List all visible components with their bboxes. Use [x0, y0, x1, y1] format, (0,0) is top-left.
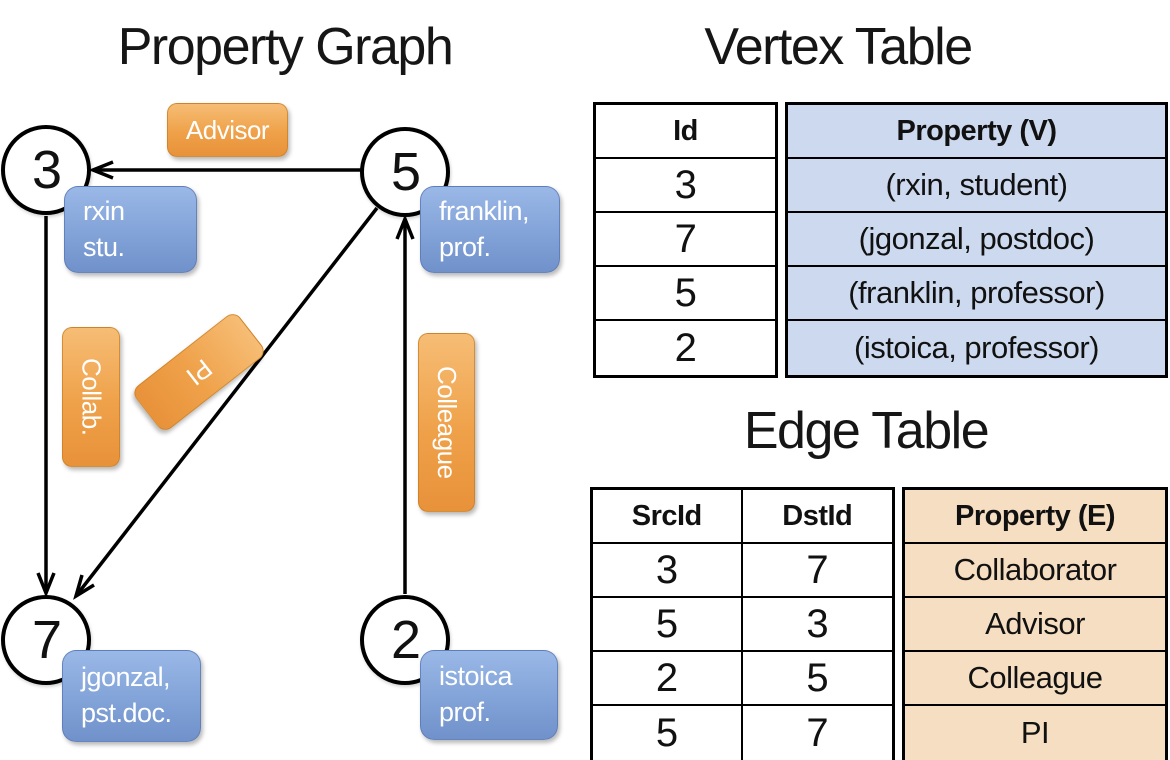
- vertex-property-line: prof.: [439, 697, 491, 727]
- vertex-table-cell-property: (rxin, student): [788, 159, 1165, 213]
- vertex-property-line: pst.doc.: [81, 698, 172, 728]
- vertex-property-line: istoica: [439, 661, 513, 692]
- vertex-table-cell-property: (jgonzal, postdoc): [788, 213, 1165, 267]
- vertex-table-property-column: Property (V) (rxin, student) (jgonzal, p…: [785, 102, 1168, 378]
- edge-2-5-arrowhead-icon: [395, 214, 415, 240]
- edge-table-dst-column: DstId 7 3 5 7: [742, 490, 892, 760]
- vertex-table-header-property: Property (V): [788, 105, 1165, 159]
- edge-table-cell-srcid: 3: [593, 544, 741, 598]
- edge-table-property-column: Property (E) Collaborator Advisor Collea…: [902, 487, 1168, 760]
- vertex-table-cell-id: 3: [596, 159, 775, 213]
- edge-table-header-srcid: SrcId: [593, 490, 741, 544]
- edge-table-src-dst-columns: SrcId 3 5 2 5 DstId 7 3 5 7: [590, 487, 895, 760]
- edge-label-collab: Collab.: [62, 327, 120, 467]
- vertex-table-id-column: Id 3 7 5 2: [593, 102, 778, 378]
- vertex-property-box-3: rxin stu.: [64, 186, 197, 273]
- edge-label-advisor: Advisor: [167, 103, 288, 157]
- vertex-table-cell-id: 2: [674, 325, 697, 370]
- edge-3-7-arrowhead-icon: [36, 572, 56, 598]
- edge-5-7-arrowhead-icon: [73, 574, 95, 600]
- vertex-property-line: franklin,: [439, 195, 530, 226]
- graph-edges-layer: [36, 160, 415, 600]
- edge-table-cell-property: Colleague: [905, 652, 1165, 706]
- vertex-property-box-7: jgonzal, pst.doc.: [62, 650, 201, 742]
- edge-5-3-arrowhead-icon: [88, 160, 114, 180]
- vertex-property-line: jgonzal,: [81, 662, 171, 693]
- vertex-table-header-id: Id: [596, 105, 775, 159]
- edge-table-cell-property: Advisor: [905, 598, 1165, 652]
- edge-table-cell-srcid: 5: [593, 598, 741, 652]
- edge-table-header-dstid: DstId: [742, 490, 892, 544]
- edge-table-cell-property: Collaborator: [905, 544, 1165, 598]
- property-graph-title: Property Graph: [117, 18, 454, 76]
- vertex-property-line: prof.: [439, 231, 491, 262]
- edge-table-src-column: SrcId 3 5 2 5: [593, 490, 743, 760]
- edge-5-7-line: [74, 206, 379, 598]
- edge-table-cell-dstid: 3: [742, 598, 892, 652]
- vertex-table-title: Vertex Table: [704, 18, 973, 76]
- edge-table-cell-property: PI: [905, 706, 1165, 760]
- vertex-table-cell-id: 7: [596, 213, 775, 267]
- vertex-property-box-2: istoica prof.: [420, 650, 558, 740]
- edge-table-cell-dstid: 7: [742, 544, 892, 598]
- edge-table-cell-srcid: 5: [655, 710, 678, 755]
- vertex-property-line: stu.: [83, 231, 125, 262]
- edge-table-title: Edge Table: [743, 402, 990, 460]
- edge-table-header-property: Property (E): [905, 490, 1165, 544]
- vertex-table-cell-property: (istoica, professor): [788, 321, 1165, 375]
- edge-table-cell-srcid: 2: [593, 652, 741, 706]
- edge-label-colleague: Colleague: [418, 333, 475, 512]
- vertex-property-line: rxin: [83, 195, 125, 226]
- edge-table-cell-dstid: 5: [742, 652, 892, 706]
- edge-table-cell-dstid: 7: [806, 710, 829, 755]
- vertex-table-cell-id: 5: [596, 267, 775, 321]
- graph-node-2: 2: [360, 595, 450, 685]
- vertex-property-box-5: franklin, prof.: [420, 186, 560, 273]
- vertex-table-cell-property: (franklin, professor): [788, 267, 1165, 321]
